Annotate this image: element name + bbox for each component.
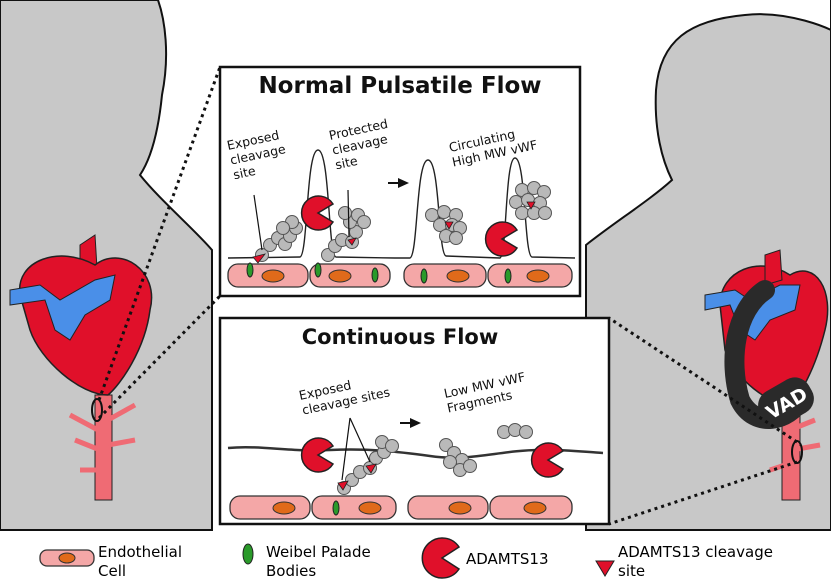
vwf-strand-continuous: [337, 435, 399, 495]
vwf-globule-circulating-1: [425, 205, 467, 245]
continuous-flow-panel: Continuous Flow: [218, 316, 611, 526]
endothelial-row-bottom: [229, 495, 573, 520]
vwf-globule-circulating-2: [509, 181, 552, 220]
legend-endothelial-label: Endothelial Cell: [98, 543, 182, 580]
label-exposed-cleavage-sites: Exposed cleavage sites: [298, 370, 392, 418]
legend-adamts13-label: ADAMTS13: [466, 550, 549, 568]
normal-flow-title: Normal Pulsatile Flow: [258, 73, 541, 99]
vwf-strand-exposed-top: [252, 215, 303, 264]
right-heart-with-vad: VAD: [704, 249, 829, 501]
legend-endothelial-icon: [39, 549, 95, 567]
callout-lines: [97, 66, 798, 526]
legend-weibel-label: Weibel Palade Bodies: [266, 543, 371, 580]
label-protected-line-3: site: [334, 153, 360, 172]
normal-flow-panel: Normal Pulsatile Flow: [218, 65, 582, 298]
endothelial-row-top: [227, 262, 573, 288]
legend-cleavage-site-label: ADAMTS13 cleavage site: [618, 543, 773, 580]
legend-symbols: [39, 537, 615, 579]
left-heart: [9, 234, 153, 501]
continuous-flow-title: Continuous Flow: [302, 325, 499, 349]
legend-weibel-icon: [242, 543, 254, 565]
vwf-strand-protected-top: [321, 206, 371, 262]
vad-device: [758, 377, 814, 427]
legend-adamts13-icon: [421, 537, 461, 579]
vwf-fragment-2: [497, 423, 533, 439]
pulsatile-waveform: [227, 149, 576, 259]
legend-cleavage-site-icon: [595, 560, 615, 577]
label-exposed-line-3: site: [232, 163, 258, 182]
